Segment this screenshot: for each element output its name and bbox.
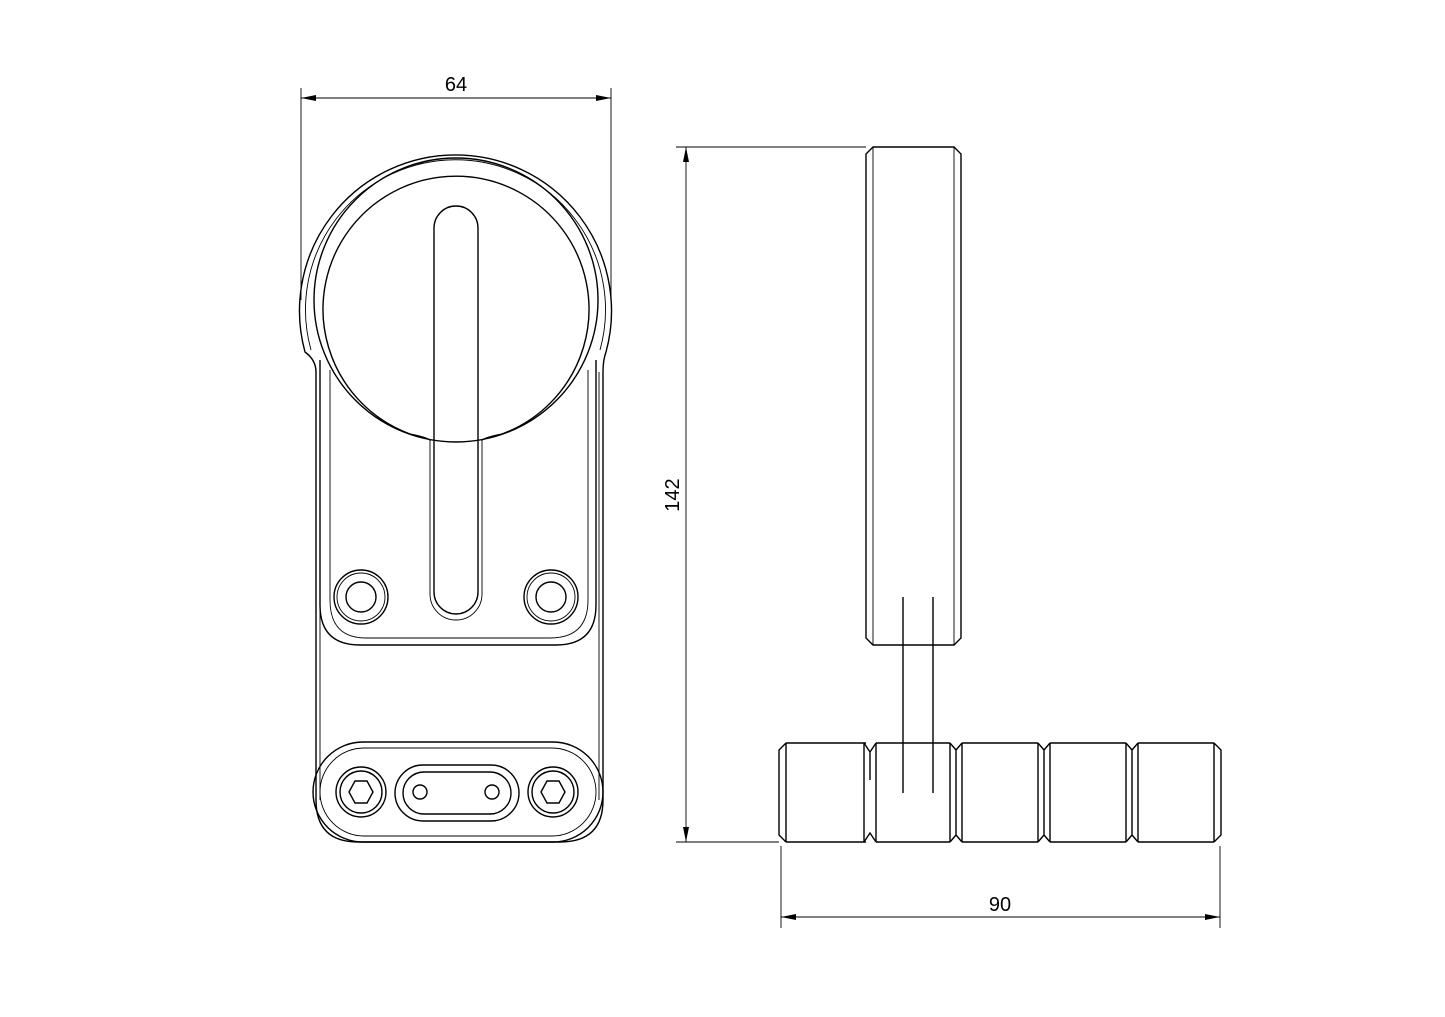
hex-bolt-left (335, 766, 387, 818)
front-outer-outline (298, 154, 613, 843)
side-view (778, 146, 1222, 843)
dimension-width-front: 64 (300, 74, 612, 300)
dial-recess (322, 175, 590, 441)
hex-bolt-right (527, 766, 579, 818)
center-slot (394, 764, 520, 822)
side-plate (865, 146, 962, 646)
lower-plate-inner (329, 370, 589, 639)
lower-plate (319, 360, 597, 646)
dimension-label-142: 142 (662, 478, 684, 511)
dimension-height-side: 142 (662, 146, 866, 843)
screw-hole-right (523, 569, 579, 625)
clamp-pill (312, 741, 604, 843)
dial-ring (313, 157, 599, 443)
dimension-width-side: 90 (780, 846, 1221, 928)
clamp-pill-inner (319, 747, 597, 837)
screw-hole-left (333, 569, 389, 625)
side-stem (902, 597, 934, 793)
front-outer-outline-inner (305, 159, 606, 800)
dial-slot-groove (429, 440, 483, 621)
roller-row (778, 742, 1222, 843)
dimension-label-64: 64 (445, 74, 467, 96)
front-view (298, 154, 613, 843)
dial-slot (433, 205, 479, 615)
side-plate-chamfer-lines (872, 147, 955, 645)
dimension-label-90: 90 (989, 894, 1011, 916)
